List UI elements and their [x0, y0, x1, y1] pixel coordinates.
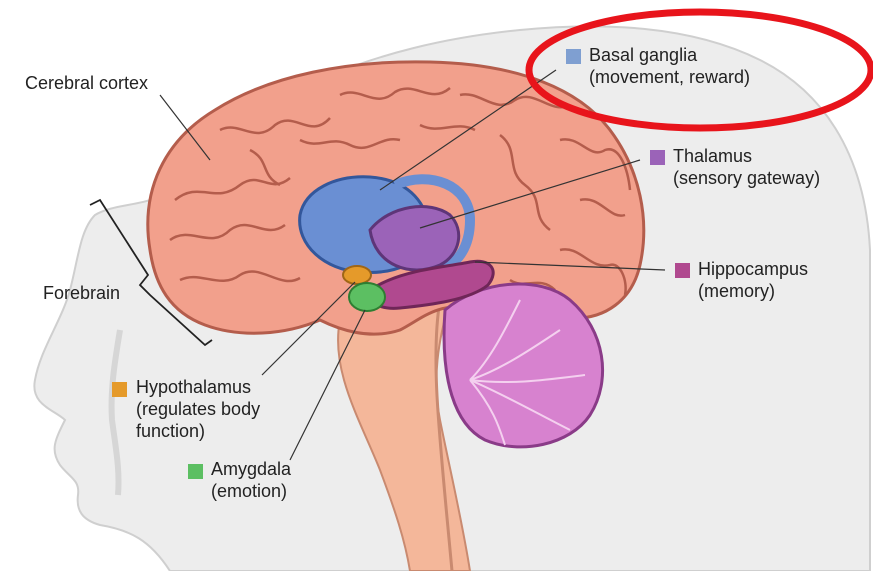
thalamus-desc: (sensory gateway)	[673, 167, 820, 189]
amygdala-desc: (emotion)	[211, 480, 291, 502]
label-thalamus: Thalamus (sensory gateway)	[673, 145, 820, 189]
hypothalamus-name: Hypothalamus	[136, 376, 260, 398]
label-amygdala: Amygdala (emotion)	[211, 458, 291, 502]
hypothalamus-desc-2: function)	[136, 420, 260, 442]
basal-ganglia-desc: (movement, reward)	[589, 66, 750, 88]
label-hippocampus: Hippocampus (memory)	[698, 258, 808, 302]
basal-ganglia-swatch	[566, 49, 581, 64]
label-basal-ganglia: Basal ganglia (movement, reward)	[589, 44, 750, 88]
basal-ganglia-name: Basal ganglia	[589, 44, 750, 66]
hippocampus-name: Hippocampus	[698, 258, 808, 280]
hypothalamus-shape	[343, 266, 371, 284]
cerebral-cortex-text: Cerebral cortex	[25, 73, 148, 93]
label-hypothalamus: Hypothalamus (regulates body function)	[136, 376, 260, 442]
hypothalamus-swatch	[112, 382, 127, 397]
hippocampus-swatch	[675, 263, 690, 278]
amygdala-swatch	[188, 464, 203, 479]
cerebellum	[444, 284, 603, 447]
hypothalamus-desc-1: (regulates body	[136, 398, 260, 420]
thalamus-swatch	[650, 150, 665, 165]
label-cerebral-cortex: Cerebral cortex	[25, 72, 148, 94]
hippocampus-desc: (memory)	[698, 280, 808, 302]
forebrain-text: Forebrain	[43, 283, 120, 303]
amygdala-name: Amygdala	[211, 458, 291, 480]
amygdala-shape	[349, 283, 385, 311]
thalamus-name: Thalamus	[673, 145, 820, 167]
label-forebrain: Forebrain	[43, 282, 120, 304]
